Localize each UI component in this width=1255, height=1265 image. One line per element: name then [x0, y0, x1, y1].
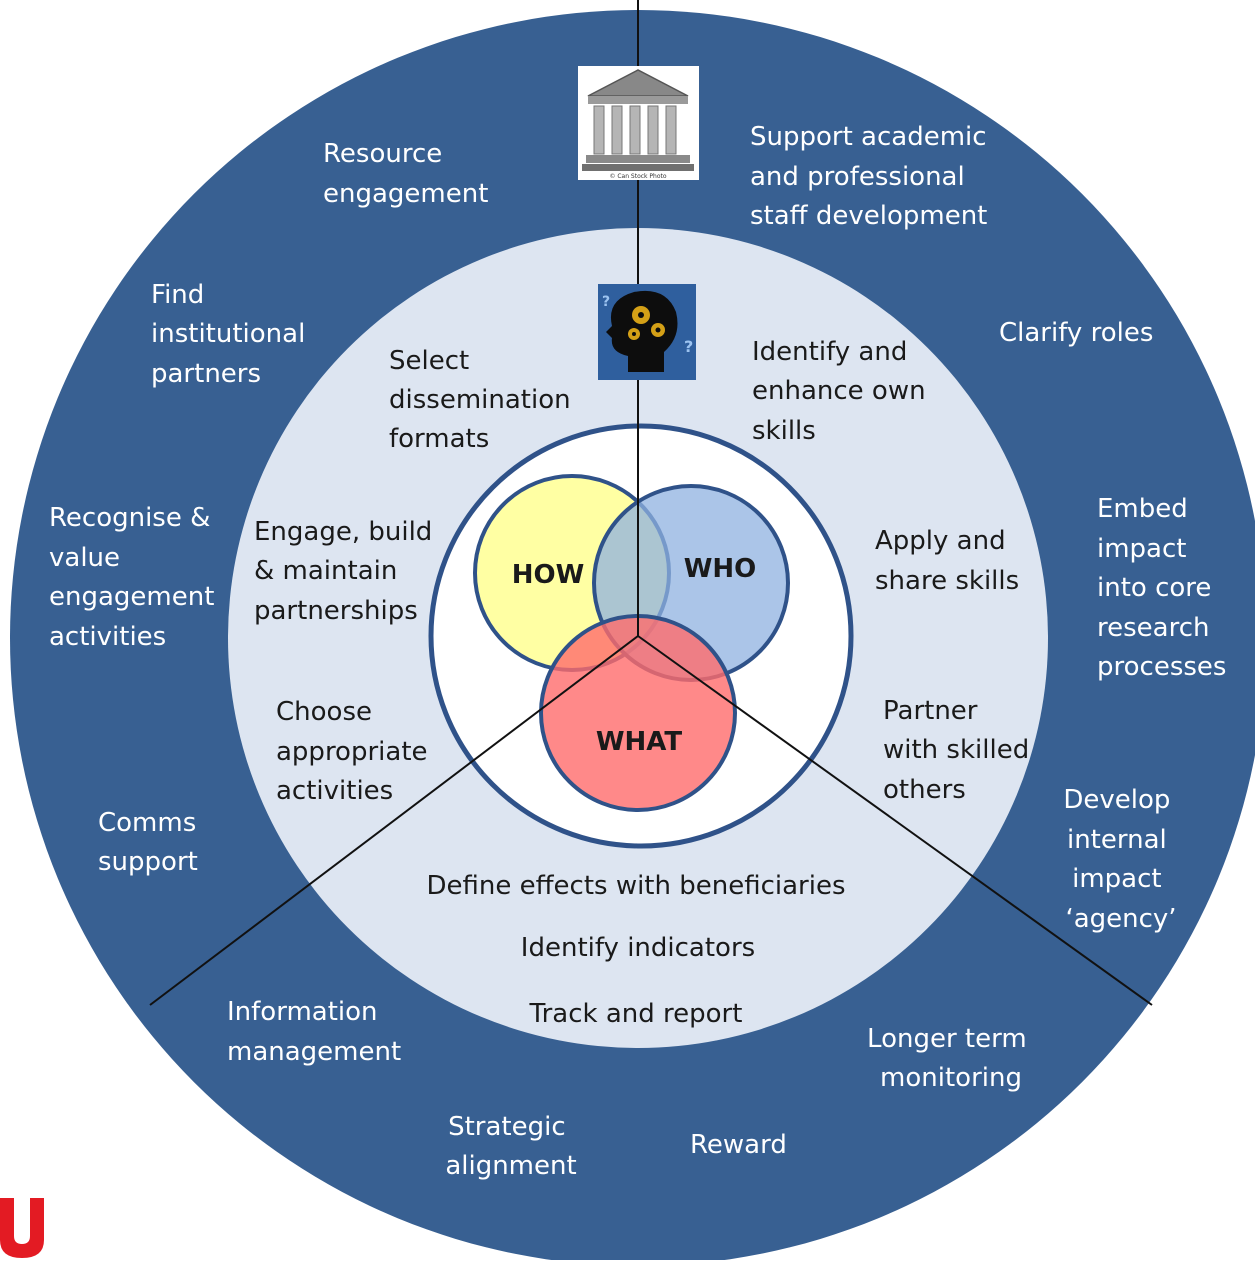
define-effects-label: Define effects with beneficiaries — [426, 871, 845, 901]
identify-skills-label: Identify and enhance own skills — [752, 337, 934, 446]
embed-impact-label: Embed impact into core research processe… — [1097, 494, 1226, 682]
venn-what-label: WHAT — [596, 727, 683, 757]
building-columns-icon: © Can Stock Photo — [578, 66, 699, 180]
divider-lower-right — [637, 635, 1153, 1006]
head-gears-icon: ? ? — [598, 284, 696, 380]
red-logo-mark — [0, 1198, 44, 1258]
apply-share-label: Apply and share skills — [875, 526, 1019, 596]
find-partners-label: Find institutional partners — [151, 280, 314, 389]
venn-who-label: WHO — [684, 554, 757, 584]
identify-indicators-label: Identify indicators — [521, 933, 755, 963]
longer-term-monitoring-label: Longer term monitoring — [867, 1024, 1035, 1093]
svg-text:?: ? — [602, 294, 610, 310]
svg-text:?: ? — [684, 337, 693, 356]
reward-label: Reward — [690, 1130, 787, 1160]
strategic-alignment-label: Strategic alignment — [445, 1112, 576, 1181]
engage-partnerships-label: Engage, build & maintain partnerships — [254, 517, 441, 626]
recognise-value-label: Recognise & value engagement activities — [49, 503, 223, 652]
clarify-roles-label: Clarify roles — [999, 318, 1153, 348]
track-report-label: Track and report — [529, 999, 743, 1029]
comms-support-label: Comms support — [98, 808, 205, 877]
select-formats-label: Select dissemination formats — [389, 346, 579, 454]
divider-lower-left — [149, 635, 639, 1006]
support-staff-development-label: Support academic and professional staff … — [750, 122, 995, 231]
venn-how-label: HOW — [512, 560, 585, 590]
institution-caption: © Can Stock Photo — [609, 173, 666, 180]
choose-activities-label: Choose appropriate activities — [276, 697, 436, 806]
partner-skilled-label: Partner with skilled others — [883, 696, 1037, 805]
what-circle — [539, 614, 737, 812]
information-management-label: Information management — [227, 997, 401, 1067]
develop-agency-label: Develop internal impact ‘agency’ — [1063, 785, 1178, 934]
resource-engagement-label: Resource engagement — [323, 139, 488, 209]
